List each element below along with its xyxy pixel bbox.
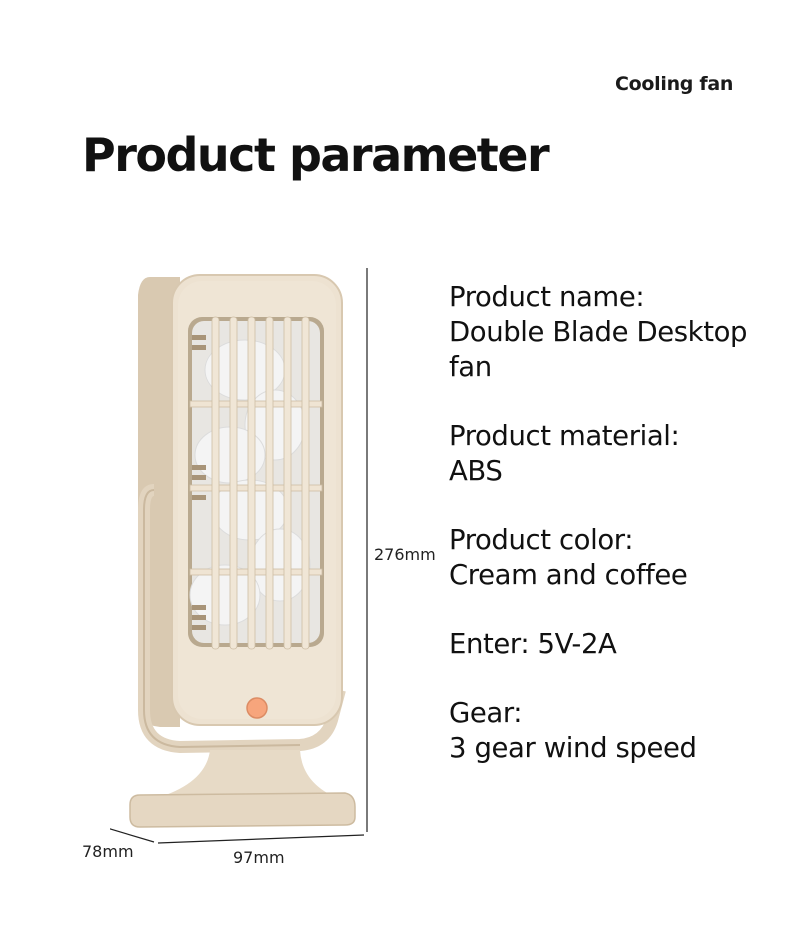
- spec-label: Product material:: [449, 420, 680, 452]
- spec-product-name: Product name: Double Blade Desktop fan: [449, 280, 789, 385]
- category-tag: Cooling fan: [615, 73, 734, 95]
- spec-color: Product color: Cream and coffee: [449, 523, 789, 593]
- spec-value: 3 gear wind speed: [449, 732, 697, 764]
- spec-label: Product color:: [449, 524, 634, 556]
- width-dimension: 97mm: [233, 848, 285, 867]
- spec-value: ABS: [449, 455, 503, 487]
- spec-label: Product name:: [449, 281, 645, 313]
- spec-label: Gear:: [449, 697, 523, 729]
- spec-list: Product name: Double Blade Desktop fan P…: [449, 280, 789, 766]
- page-title: Product parameter: [82, 128, 550, 182]
- spec-label: Enter: 5V-2A: [449, 628, 617, 660]
- spec-value: Double Blade Desktop fan: [449, 316, 748, 383]
- depth-dimension: 78mm: [82, 842, 134, 861]
- fan-product-image: [110, 268, 368, 844]
- spec-input: Enter: 5V-2A: [449, 627, 789, 662]
- power-button-icon: [246, 697, 268, 719]
- spec-material: Product material: ABS: [449, 419, 789, 489]
- spec-value: Cream and coffee: [449, 559, 688, 591]
- spec-gear: Gear: 3 gear wind speed: [449, 696, 789, 766]
- height-dimension: 276mm: [374, 545, 436, 564]
